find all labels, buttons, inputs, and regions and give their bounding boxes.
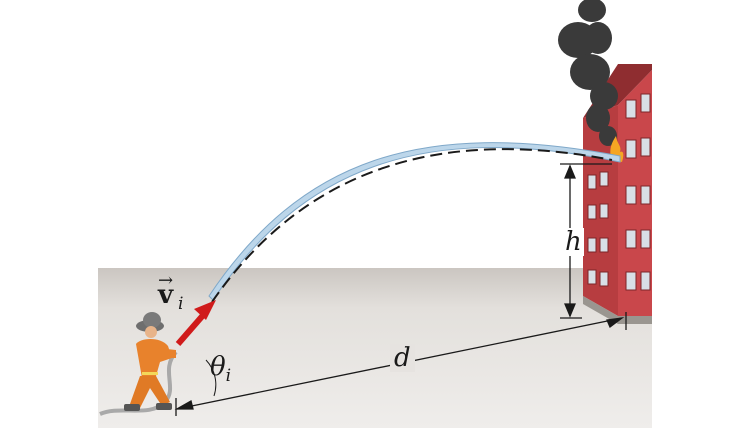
- trajectory-dashed: [211, 148, 613, 303]
- velocity-arrow: [175, 300, 216, 346]
- velocity-subscript: i: [178, 294, 184, 314]
- angle-letter: θ: [210, 352, 226, 382]
- water-stream: [208, 142, 621, 301]
- smoke-icon: [558, 0, 618, 146]
- velocity-letter: v: [158, 280, 174, 310]
- vector-arrow-glyph: →: [158, 270, 174, 291]
- angle-marker: [205, 359, 217, 397]
- angle-label: θi: [210, 352, 231, 386]
- angle-subscript: i: [225, 366, 232, 386]
- distance-label: d: [390, 344, 415, 372]
- velocity-label: → v i: [158, 270, 198, 315]
- firefighter-icon: [124, 312, 176, 411]
- height-label: h: [563, 227, 584, 257]
- building-icon: [583, 64, 652, 324]
